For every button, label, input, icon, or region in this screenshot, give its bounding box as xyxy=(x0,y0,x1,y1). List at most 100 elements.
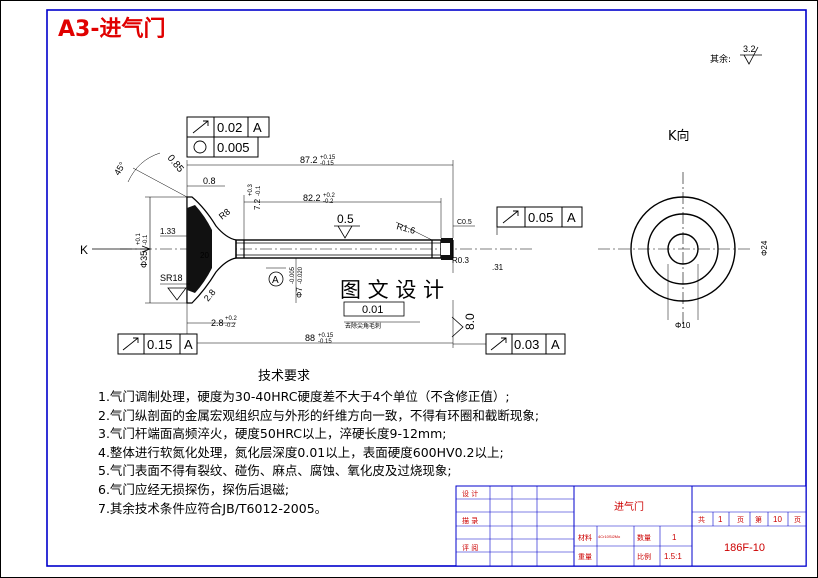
runout-arrow-icon xyxy=(490,337,507,351)
k-outer-circle xyxy=(630,196,736,302)
dim-seat-tol-lower: -0.2 xyxy=(225,323,236,329)
k-view-label: K向 xyxy=(668,128,690,144)
notes-item: 7.其余技术条件应符合JB/T6012-2005。 xyxy=(98,500,328,516)
notes-item: 1.气门调制处理，硬度为30-40HRC硬度差不大于4个单位（不含修正值）; xyxy=(98,389,510,404)
angle-arc xyxy=(127,152,161,183)
k-dim-outer: Φ24 xyxy=(760,240,769,256)
tb-qty-label: 数量 xyxy=(637,533,651,542)
notes-item: 2.气门纵剖面的金属宏观组织应与外形的纤维方向一致，不得有环圈和截断现象; xyxy=(98,407,540,423)
tb-qty: 1 xyxy=(672,533,677,542)
fcf-top-a-datum: A xyxy=(253,120,262,135)
dim-head-dia-upper: +0.1 xyxy=(136,232,142,245)
dim-angle-45: 45° xyxy=(112,160,128,177)
k-mid-circle xyxy=(647,213,719,285)
tb-sheet-total-pre: 共 xyxy=(698,515,705,524)
k-arrow-label: K xyxy=(80,243,88,257)
fcf-top-b: 0.005 xyxy=(186,136,259,158)
runout-arrow-icon xyxy=(502,210,519,224)
dim-shank-len-lower: -0.2 xyxy=(323,199,334,205)
valve-head-section xyxy=(187,205,212,293)
tb-sheet-total: 1 xyxy=(718,515,723,524)
dim-overall-bottom-lower: -0.15 xyxy=(318,339,332,345)
watermark-bg xyxy=(332,273,482,300)
fcf-top-b-value: 0.005 xyxy=(217,140,250,155)
notes-item: 5.气门表面不得有裂纹、碰伤、麻点、腐蚀、氧化皮及过烧现象; xyxy=(98,463,452,479)
dim-seat-tol-upper: +0.2 xyxy=(225,316,238,322)
dim-stem-dia-upper: -0.005 xyxy=(290,266,296,284)
dim-overall-bottom: 88 xyxy=(305,333,315,343)
notes-item: 3.气门杆端面高频淬火，硬度50HRC以上，淬硬长度9-12mm; xyxy=(98,426,447,442)
dim-shank-len: 82.2 xyxy=(303,193,321,203)
drawing-title: A3-进气门 xyxy=(58,16,165,42)
roughness-8-icon xyxy=(451,316,464,338)
dim-stem-dia-lower: -0.020 xyxy=(298,266,304,284)
dim-r133: 1.33 xyxy=(160,227,176,236)
fcf-bottom-right-datum: A xyxy=(551,337,560,352)
k-dim-inner: Φ10 xyxy=(675,321,691,330)
fcf-bottom-left-datum: A xyxy=(184,337,193,352)
runout-arrow-icon xyxy=(192,120,209,134)
dim-r08: 0.8 xyxy=(203,176,216,186)
roughness-callout-icon xyxy=(334,225,360,239)
notes-item: 4.整体进行软氮化处理，氮化层深度0.01以上，表面硬度600HV0.2以上; xyxy=(98,444,504,460)
dim-overall-top-upper: +0.15 xyxy=(320,155,336,161)
fcf-bottom-left: 0.15 A xyxy=(117,333,198,355)
fcf-right-value: 0.05 xyxy=(528,210,553,225)
dim-overall-top: 87.2 xyxy=(300,155,318,165)
dim-angle-r: 0.85 xyxy=(165,153,186,175)
datum-a-label: A xyxy=(272,275,279,286)
notes-item: 6.气门应经无损探伤，探伤后退磁; xyxy=(98,482,290,497)
dim-groove-tol-upper: +0.3 xyxy=(248,183,254,196)
tb-scale: 1.5:1 xyxy=(664,552,682,561)
watermark: 图 文 设 计 xyxy=(340,278,444,302)
dim-groove-tol-lower: -0.1 xyxy=(256,185,262,196)
note-deburr: 去除尖角毛刺 xyxy=(345,322,381,330)
roughness-value: 3.2 xyxy=(743,44,756,54)
tb-review: 评 阅 xyxy=(462,544,478,552)
fcf-right: 0.05 A xyxy=(496,206,583,228)
tb-part-name: 进气门 xyxy=(614,500,644,513)
dim-r03: R0.3 xyxy=(452,256,469,265)
dim-r80: 8.0 xyxy=(463,313,477,330)
notes-heading: 技术要求 xyxy=(258,369,311,384)
dim-r20: 20 xyxy=(200,251,209,260)
fcf-mid-value: 0.01 xyxy=(362,304,383,316)
tb-sheet-unit: 页 xyxy=(737,516,744,524)
title-block xyxy=(455,485,807,567)
fcf-bottom-right: 0.03 A xyxy=(485,333,566,355)
dim-seat-tol: 2.8 xyxy=(211,318,224,328)
fcf-bottom-right-value: 0.03 xyxy=(514,337,539,352)
tb-sheet-no-pre: 第 xyxy=(755,515,762,524)
dim-sr18: SR18 xyxy=(160,273,183,283)
dim-r031: .31 xyxy=(492,263,504,272)
roughness-label: 其余: xyxy=(710,53,731,65)
dim-r8: R8 xyxy=(217,206,232,221)
dim-head-dia-lower: -0.1 xyxy=(143,234,149,245)
k-inner-circle xyxy=(667,233,699,265)
leader-r16 xyxy=(395,221,433,241)
runout-arrow-icon xyxy=(122,337,139,351)
tb-sheet-no: 10 xyxy=(773,515,782,524)
dim-shank-len-upper: +0.2 xyxy=(323,193,336,199)
angle-ext-line xyxy=(132,167,188,198)
frame-border xyxy=(46,9,807,567)
fcf-top-a-value: 0.02 xyxy=(217,120,242,135)
tb-design: 设 计 xyxy=(462,489,478,498)
tb-check: 描 录 xyxy=(462,516,478,525)
dim-r16: R1.6 xyxy=(395,221,416,236)
dim-groove-dia: 7.2 xyxy=(253,198,262,210)
fcf-mid xyxy=(343,301,405,317)
tb-weight-label: 重量 xyxy=(578,553,592,561)
fcf-right-datum: A xyxy=(567,210,576,225)
tb-drawing-no: 186F-10 xyxy=(724,542,765,554)
roughness-symbol-icon xyxy=(740,46,762,65)
roundness-icon xyxy=(193,140,207,154)
tb-scale-label: 比例 xyxy=(637,552,651,561)
datum-triangle-icon xyxy=(167,287,187,301)
dim-r05: 0.5 xyxy=(337,212,354,226)
tb-material-label: 材料 xyxy=(578,533,592,542)
fcf-bottom-left-value: 0.15 xyxy=(147,337,172,352)
dim-c05: C0.5 xyxy=(457,219,472,226)
datum-a-circle-icon xyxy=(268,271,284,287)
